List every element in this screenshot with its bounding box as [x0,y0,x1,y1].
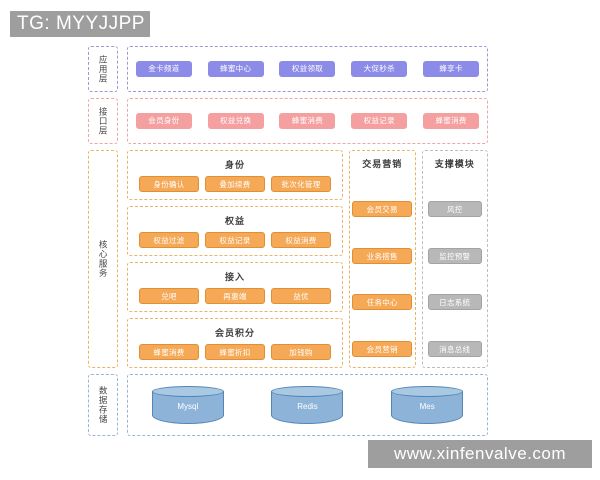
core-chip[interactable]: 权益过滤 [139,232,199,248]
core-chip[interactable]: 批次化管理 [271,176,331,192]
support-chip[interactable]: 监控预警 [427,247,482,264]
cylinder-top [271,386,344,397]
cylinder-label: Mysql [177,402,199,411]
database-cylinder-icon[interactable]: Redis [271,386,344,424]
trade-chip[interactable]: 会员交易 [352,200,413,217]
trade-chip[interactable]: 会员营销 [352,341,413,357]
api-chip[interactable]: 权益记录 [351,113,408,129]
app-chip[interactable]: 金卡频道 [135,61,192,77]
layer-row-data-storage: 数据存储 Mysql Redis Mes [88,374,488,436]
core-group-rights: 权益 权益过滤 权益记录 权益消费 [127,206,343,256]
core-group-chips: 蜂蜜消费 蜂蜜折扣 加钱购 [128,344,342,360]
core-group-title: 会员积分 [214,328,255,338]
core-group-title: 接入 [224,272,245,282]
cylinder-label: Mes [419,402,435,411]
database-cylinder-icon[interactable]: Mysql [151,386,224,424]
support-chip[interactable]: 风控 [427,200,482,217]
app-chip[interactable]: 蜂享卡 [423,61,480,77]
watermark-bottom: www.xinfenvalve.com [368,440,592,468]
core-group-chips: 兑吧 再惠端 益优 [128,288,342,304]
trade-chip[interactable]: 任务中心 [352,294,413,311]
layer-label-interface: 接口层 [88,98,118,144]
core-group-chips: 身份确认 叠加续费 批次化管理 [128,176,342,192]
core-column-title: 交易营销 [362,159,403,169]
layer-label-application: 应用层 [88,46,118,92]
core-column-title: 支撑模块 [434,159,475,169]
core-chip[interactable]: 权益消费 [271,232,331,248]
api-chip[interactable]: 权益兑换 [207,113,264,129]
layer-label-core-services-text: 核心服务 [98,240,109,278]
architecture-diagram: 应用层 金卡频道 蜂蜜中心 权益领取 大促秒杀 蜂享卡 接口层 会员身份 权益兑… [88,46,488,436]
layer-label-application-text: 应用层 [98,54,109,84]
app-chip[interactable]: 蜂蜜中心 [207,61,264,77]
watermark-bottom-text: www.xinfenvalve.com [393,444,566,463]
cylinder-top [151,386,224,397]
app-chip[interactable]: 权益领取 [279,61,336,77]
core-column-trade-marketing: 交易营销 会员交易 业务搭售 任务中心 会员营销 [349,150,416,368]
core-chip[interactable]: 权益记录 [205,232,265,248]
database-cylinder-icon[interactable]: Mes [391,386,464,424]
core-services-content: 身份 身份确认 叠加续费 批次化管理 权益 权益过滤 权益记录 权益消费 [127,150,488,368]
core-chip[interactable]: 兑吧 [139,288,199,304]
layer-row-interface: 接口层 会员身份 权益兑换 蜂蜜消费 权益记录 蜂蜜消费 [88,98,488,144]
support-chip[interactable]: 消息总线 [427,341,482,357]
layer-box-data-storage: Mysql Redis Mes [127,374,488,436]
layer-box-application: 金卡频道 蜂蜜中心 权益领取 大促秒杀 蜂享卡 [127,46,488,92]
core-chip[interactable]: 益优 [271,288,331,304]
core-chip[interactable]: 再惠端 [205,288,265,304]
core-group-title: 身份 [224,160,245,170]
cylinder-top [391,386,464,397]
layer-row-application: 应用层 金卡频道 蜂蜜中心 权益领取 大促秒杀 蜂享卡 [88,46,488,92]
core-group-title: 权益 [224,216,245,226]
api-chip[interactable]: 蜂蜜消费 [279,113,336,129]
core-column-support-modules: 支撑模块 风控 监控预警 日志系统 消息总线 [421,150,488,368]
core-chip[interactable]: 蜂蜜折扣 [205,344,265,360]
core-chip[interactable]: 身份确认 [139,176,199,192]
app-chip[interactable]: 大促秒杀 [351,61,408,77]
core-chip[interactable]: 叠加续费 [205,176,265,192]
cylinder-label: Redis [297,402,318,411]
api-chip[interactable]: 蜂蜜消费 [423,113,480,129]
layer-box-interface: 会员身份 权益兑换 蜂蜜消费 权益记录 蜂蜜消费 [127,98,488,144]
core-group-chips: 权益过滤 权益记录 权益消费 [128,232,342,248]
trade-chip[interactable]: 业务搭售 [352,247,413,264]
core-group-points: 会员积分 蜂蜜消费 蜂蜜折扣 加钱购 [127,318,343,368]
layer-label-data-storage-text: 数据存储 [98,386,109,424]
core-chip[interactable]: 蜂蜜消费 [139,344,199,360]
support-chip[interactable]: 日志系统 [427,294,482,311]
watermark-top: TG: MYYJJPP [10,11,150,37]
core-group-access: 接入 兑吧 再惠端 益优 [127,262,343,312]
api-chip[interactable]: 会员身份 [135,113,192,129]
watermark-top-text: TG: MYYJJPP [17,13,145,34]
layer-label-interface-text: 接口层 [98,106,109,136]
core-groups-column: 身份 身份确认 叠加续费 批次化管理 权益 权益过滤 权益记录 权益消费 [127,150,343,368]
core-group-identity: 身份 身份确认 叠加续费 批次化管理 [127,150,343,200]
layer-label-core-services: 核心服务 [88,150,118,368]
core-chip[interactable]: 加钱购 [271,344,331,360]
layer-row-core-services: 核心服务 身份 身份确认 叠加续费 批次化管理 权益 权益过滤 [88,150,488,368]
layer-label-data-storage: 数据存储 [88,374,118,436]
